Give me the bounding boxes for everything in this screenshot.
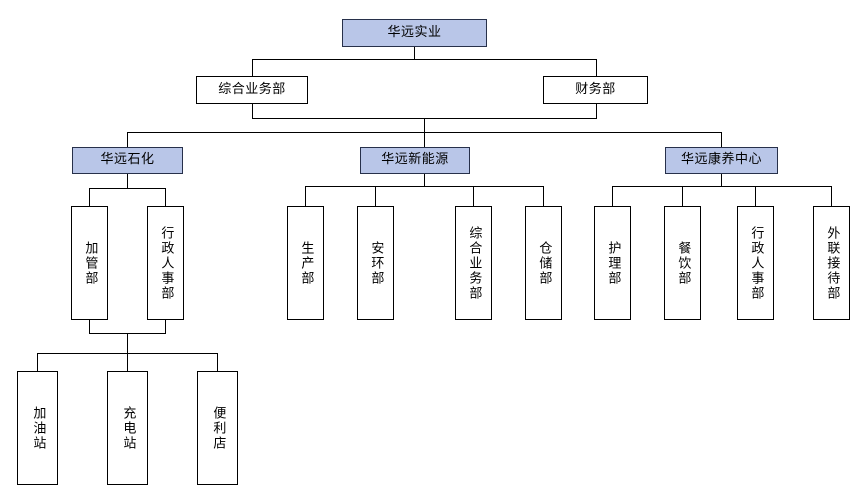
connector-to-bianlidian	[217, 353, 218, 371]
node-jiaguanbu[interactable]: 加管部	[71, 206, 108, 320]
node-label: 生产部	[298, 240, 314, 286]
connector-to-shengchanbu	[305, 186, 306, 206]
connector-root-down	[414, 47, 415, 59]
node-label: 华远新能源	[381, 152, 449, 168]
connector-to-energy	[424, 132, 425, 147]
node-label: 华远实业	[387, 24, 442, 40]
connector-caiwu-down	[596, 104, 597, 118]
node-label: 护理部	[605, 240, 621, 286]
connector-to-health-hr	[755, 186, 756, 206]
connector-to-caiwu	[596, 59, 597, 76]
node-shihua-xingzheng-renshibu[interactable]: 行政人事部	[147, 206, 184, 320]
node-shengchanbu[interactable]: 生产部	[287, 206, 324, 320]
node-zonghe-yewubu[interactable]: 综合业务部	[196, 76, 308, 104]
node-label: 行政人事部	[158, 225, 174, 301]
node-label: 安环部	[368, 240, 384, 286]
node-label: 加管部	[82, 240, 98, 286]
node-hulibu[interactable]: 护理部	[594, 206, 631, 320]
node-label: 华远康养中心	[680, 152, 762, 168]
connector-to-jiayouzhan	[37, 353, 38, 371]
node-huayuan-kangyang-zhongxin[interactable]: 华远康养中心	[665, 147, 778, 174]
connector-to-shihua	[127, 132, 128, 147]
node-label: 便利店	[210, 405, 226, 451]
connector-to-hulibu	[612, 186, 613, 206]
node-label: 综合业务部	[218, 81, 286, 97]
node-jiayouzhan[interactable]: 加油站	[17, 371, 58, 485]
connector-to-shihua-hr	[165, 188, 166, 206]
connector-to-jiaguanbu	[89, 188, 90, 206]
node-huayuan-shiye[interactable]: 华远实业	[342, 19, 487, 47]
node-canyinbu[interactable]: 餐饮部	[664, 206, 701, 320]
connector-shihua-hr-down	[165, 320, 166, 333]
node-caiwubu[interactable]: 财务部	[543, 76, 648, 104]
node-label: 华远石化	[100, 152, 155, 168]
node-label: 加油站	[30, 405, 46, 451]
connector-to-cangchubu	[543, 186, 544, 206]
node-chongdianzhan[interactable]: 充电站	[107, 371, 148, 485]
node-label: 行政人事部	[748, 225, 764, 301]
connector-shihua-stem	[127, 333, 128, 353]
connector-shihua-bus	[89, 188, 166, 189]
node-label: 充电站	[120, 405, 136, 451]
connector-to-wailianbu	[831, 186, 832, 206]
connector-level2-stem	[424, 118, 425, 132]
connector-shihua-down	[127, 174, 128, 188]
connector-to-canyinbu	[682, 186, 683, 206]
node-wailian-jiedaibu[interactable]: 外联接待部	[813, 206, 850, 320]
connector-zonghe-down	[252, 104, 253, 118]
node-label: 财务部	[575, 81, 616, 97]
node-cangchubu[interactable]: 仓储部	[525, 206, 562, 320]
connector-to-energy-zonghe	[473, 186, 474, 206]
connector-health-bus	[612, 186, 831, 187]
node-energy-zonghe-yewubu[interactable]: 综合业务部	[455, 206, 492, 320]
node-bianlidian[interactable]: 便利店	[197, 371, 238, 485]
node-huayuan-xinnengyuan[interactable]: 华远新能源	[360, 147, 470, 174]
connector-level2-bus	[252, 59, 597, 60]
node-label: 综合业务部	[466, 225, 482, 301]
connector-to-anhuanbu	[375, 186, 376, 206]
connector-to-zonghe	[252, 59, 253, 76]
node-label: 外联接待部	[824, 225, 840, 301]
connector-to-health	[721, 132, 722, 147]
node-label: 仓储部	[536, 240, 552, 286]
connector-to-chongdianzhan	[127, 353, 128, 371]
connector-health-down	[721, 174, 722, 186]
connector-energy-down	[424, 174, 425, 186]
node-anhuanbu[interactable]: 安环部	[357, 206, 394, 320]
connector-energy-bus	[305, 186, 543, 187]
node-label: 餐饮部	[675, 240, 691, 286]
connector-jiaguanbu-down	[89, 320, 90, 333]
node-huayuan-shihua[interactable]: 华远石化	[72, 147, 183, 174]
node-health-xingzheng-renshibu[interactable]: 行政人事部	[737, 206, 774, 320]
